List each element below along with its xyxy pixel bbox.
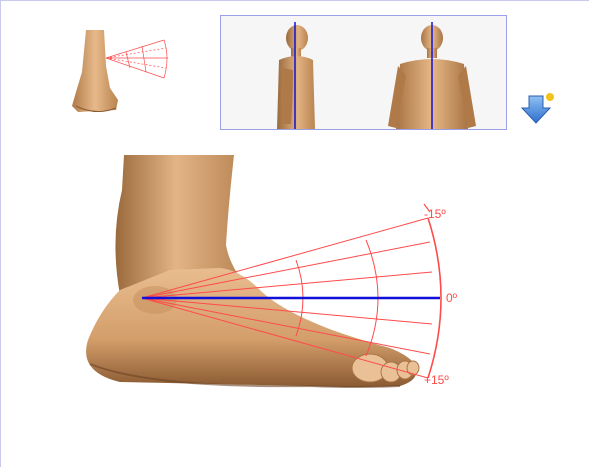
front-view-figure[interactable]: [364, 16, 506, 129]
side-view-figure[interactable]: [221, 16, 363, 129]
arrow-down-icon[interactable]: [518, 90, 558, 130]
angle-label-bottom: +15º: [424, 373, 449, 387]
foot-angle-illustration: -15º 0º +15º: [60, 150, 480, 395]
body-view-panel: [220, 15, 507, 130]
status-dot: [546, 93, 554, 101]
foot-thumbnail: [60, 26, 178, 118]
angle-label-middle: 0º: [446, 291, 458, 305]
angle-label-top: -15º: [424, 207, 446, 221]
